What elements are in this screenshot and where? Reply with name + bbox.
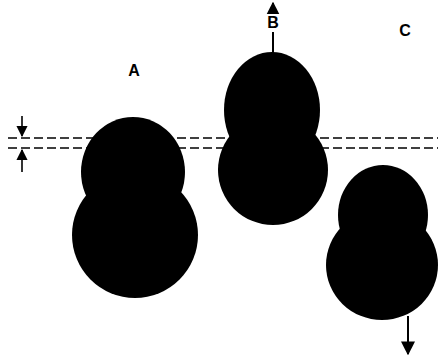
dimension-arrow xyxy=(21,116,23,136)
part-letter: B xyxy=(265,14,281,32)
part-letter: C xyxy=(397,22,413,40)
reference-line xyxy=(8,137,438,139)
droplet-a xyxy=(72,117,198,298)
motion-arrow xyxy=(407,316,409,354)
dimension-arrow xyxy=(21,150,23,172)
part-letter: A xyxy=(126,62,142,80)
droplet-c xyxy=(326,165,438,320)
droplet-b xyxy=(218,52,328,225)
